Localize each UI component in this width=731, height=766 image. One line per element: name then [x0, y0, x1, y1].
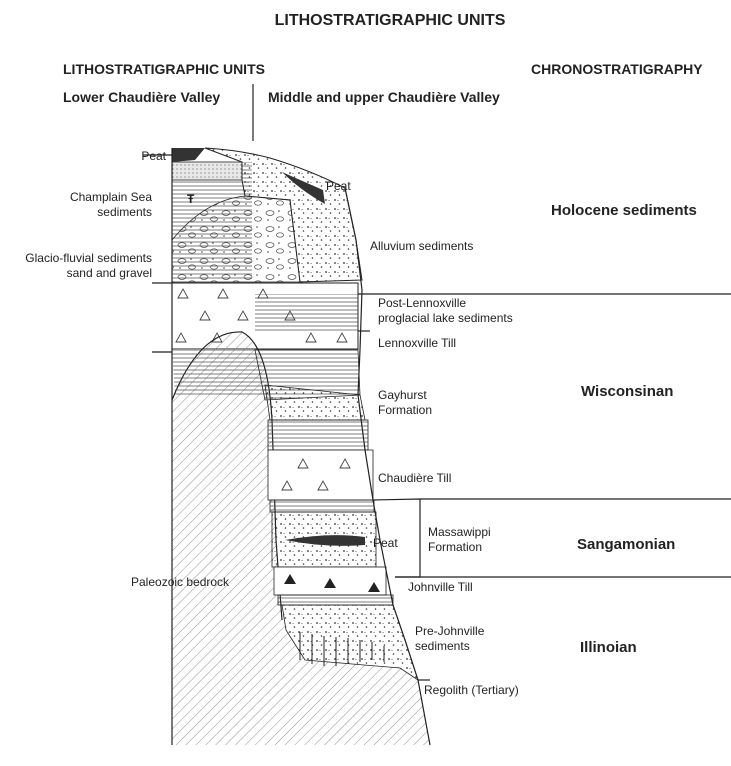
label-prejohnville-2: sediments [415, 639, 470, 653]
label-massawippi-1: Massawippi [428, 525, 491, 539]
label-lennoxville: Lennoxville Till [378, 336, 456, 350]
label-alluvium: Alluvium sediments [370, 239, 473, 253]
lower-valley-header: Lower Chaudière Valley [63, 89, 220, 105]
label-massawippi-2: Formation [428, 540, 482, 554]
label-peat-mid: Peat [373, 536, 398, 550]
gayhurst-left-layer [172, 350, 268, 395]
label-johnville: Johnville Till [408, 580, 473, 594]
chrono-header: CHRONOSTRATIGRAPHY [531, 61, 703, 77]
chrono-sangamonian: Sangamonian [577, 536, 675, 553]
lake-sediment-band [255, 294, 358, 332]
label-post-lennox-2: proglacial lake sediments [378, 311, 513, 325]
label-glacio-1: Glacio-fluvial sediments [25, 251, 152, 265]
label-gayhurst-2: Formation [378, 403, 432, 417]
label-champlain-2: sediments [97, 205, 152, 219]
label-prejohnville-1: Pre-Johnville [415, 624, 485, 638]
chrono-illinoian: Illinoian [580, 639, 637, 656]
johnville-base-band [278, 595, 393, 605]
litho-units-header: LITHOSTRATIGRAPHIC UNITS [63, 61, 265, 77]
upper-valley-header: Middle and upper Chaudière Valley [268, 89, 500, 105]
massawippi-top-band [270, 500, 374, 512]
fossil-symbol-icon: Ŧ [187, 192, 195, 206]
label-peat-left: Peat [141, 149, 166, 163]
chrono-holocene: Holocene sediments [551, 202, 697, 219]
diagram-title: LITHOSTRATIGRAPHIC UNITS [275, 12, 506, 29]
label-chaudiere-till: Chaudière Till [378, 471, 451, 485]
gayhurst-lower-band [268, 420, 368, 450]
label-peat-top: Peat [326, 179, 351, 193]
fine-sand-layer [172, 162, 242, 180]
label-post-lennox-1: Post-Lennoxville [378, 296, 466, 310]
label-bedrock: Paleozoic bedrock [131, 575, 230, 589]
label-champlain-1: Champlain Sea [70, 190, 152, 204]
label-glacio-2: sand and gravel [67, 266, 152, 280]
label-gayhurst-1: Gayhurst [378, 388, 427, 402]
chrono-wisconsinan: Wisconsinan [581, 383, 673, 400]
label-regolith: Regolith (Tertiary) [424, 683, 519, 697]
peat-lens-top-left [172, 148, 205, 162]
chaudiere-till-layer [268, 450, 373, 500]
